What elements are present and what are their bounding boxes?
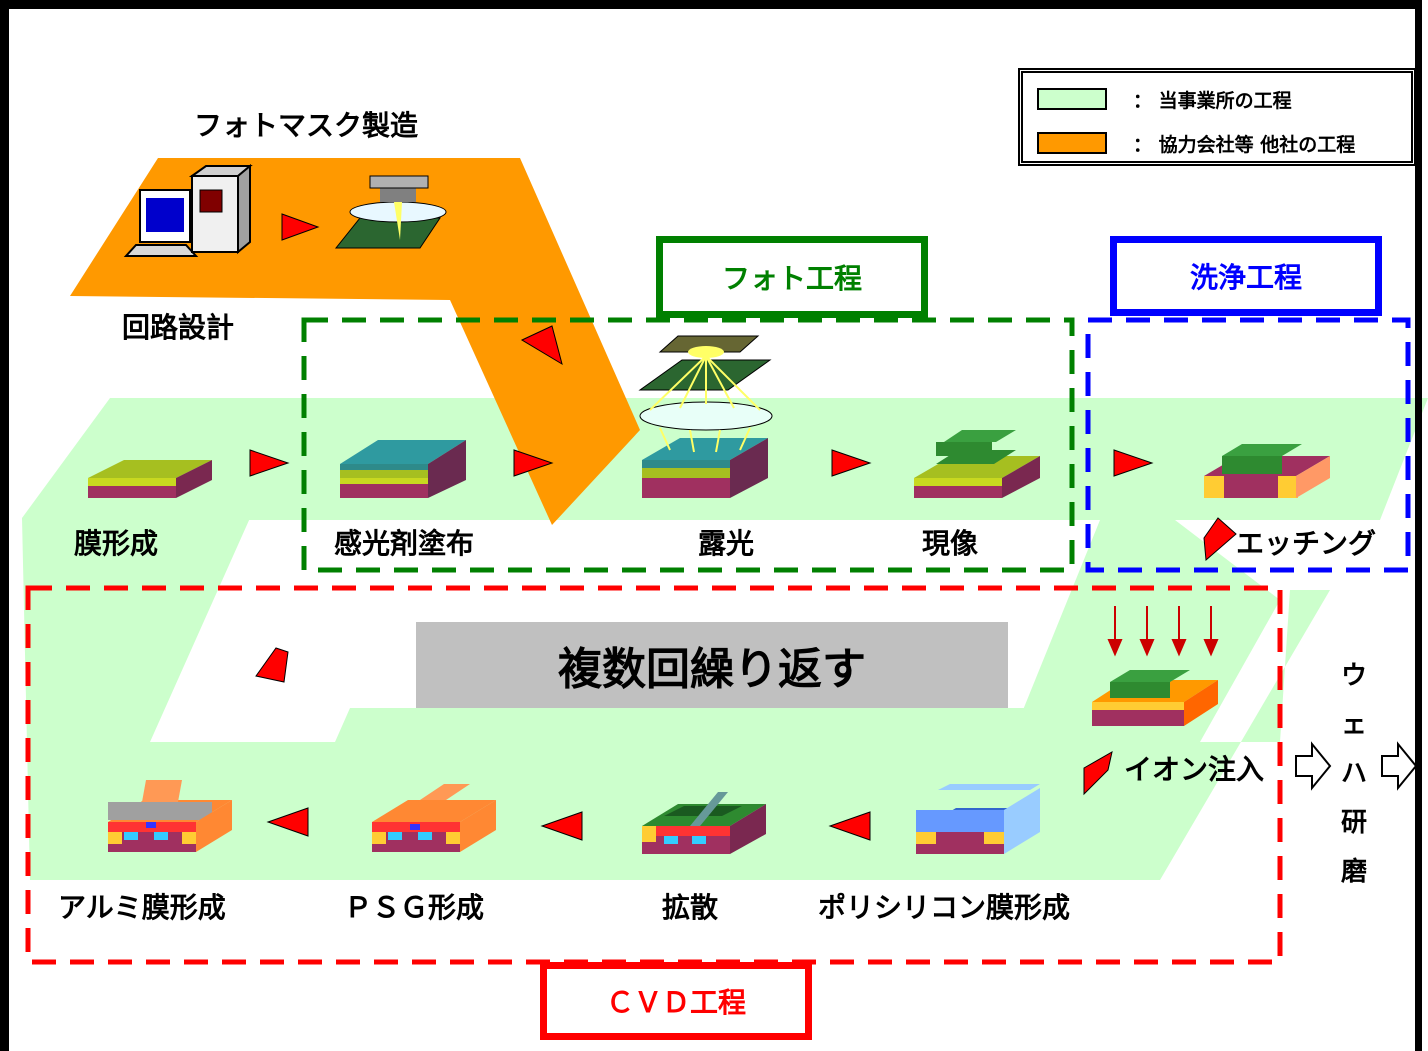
flow-arrow-left-icon — [266, 807, 309, 837]
computer-icon — [123, 163, 253, 257]
hollow-arrow-right-icon — [1295, 741, 1332, 791]
develop-chip-icon — [914, 430, 1040, 498]
wafer-polish-char: ェ — [1340, 710, 1367, 740]
photo-process-dashed-box — [301, 317, 1075, 573]
cleaning-process-title: 洗浄工程 — [1110, 236, 1382, 316]
legend-partner-process: ： 協力会社等 他社の工程 — [1037, 131, 1356, 156]
legend: ： 当事業所の工程 ： 協力会社等 他社の工程 — [1018, 68, 1416, 166]
psg-chip-icon — [372, 784, 496, 852]
legend-swatch-own — [1037, 88, 1107, 110]
flow-arrow-down-icon — [1083, 751, 1113, 796]
poly-chip-icon — [916, 784, 1040, 854]
exposure-chip-icon — [638, 335, 773, 498]
step-resist-label: 感光剤塗布 — [334, 527, 475, 560]
repeat-banner: 複数回繰り返す — [416, 622, 1008, 708]
flow-arrow-right-icon — [281, 213, 320, 241]
flow-arrow-down-icon — [1203, 517, 1237, 562]
step-aluminum-label: アルミ膜形成 — [58, 891, 226, 924]
photomask-title: フォトマスク製造 — [194, 109, 419, 142]
wafer-polish-char: ウ — [1340, 661, 1367, 691]
legend-partner-text: ： 協力会社等 他社の工程 — [1133, 133, 1356, 156]
wafer-polish-char: 磨 — [1340, 857, 1367, 887]
step-film-label: 膜形成 — [74, 527, 159, 560]
flow-arrow-right-icon — [1113, 449, 1154, 477]
legend-own-text: ： 当事業所の工程 — [1133, 89, 1292, 112]
step-exposure-label: 露光 — [698, 527, 755, 560]
aluminum-chip-icon — [108, 780, 232, 852]
ion-chip-icon — [1092, 670, 1218, 726]
flow-arrow-up-icon — [255, 647, 289, 683]
step-poly-label: ポリシリコン膜形成 — [818, 891, 1071, 924]
legend-own-process: ： 当事業所の工程 — [1037, 87, 1292, 112]
flow-arrow-right-icon — [513, 449, 554, 477]
flow-arrow-left-icon — [828, 811, 871, 841]
resist-chip-icon — [340, 440, 466, 498]
flow-arrow-right-icon — [831, 449, 872, 477]
hollow-arrow-right-icon — [1381, 741, 1418, 791]
legend-swatch-partner — [1037, 132, 1107, 154]
step-diffusion-label: 拡散 — [662, 891, 719, 924]
wafer-polish-char: ハ — [1340, 759, 1367, 789]
flow-arrow-left-icon — [540, 811, 583, 841]
wafer-polish-label: ウ ェ ハ 研 磨 — [1336, 652, 1372, 897]
etching-chip-icon — [1204, 444, 1330, 498]
step-etching-label: エッチング — [1236, 527, 1377, 560]
step-develop-label: 現像 — [922, 527, 979, 560]
step-psg-label: ＰＳＧ形成 — [344, 891, 485, 924]
photo-process-title: フォト工程 — [656, 236, 928, 318]
cvd-process-title: ＣＶＤ工程 — [540, 962, 812, 1040]
mask-writer-icon — [334, 175, 447, 249]
diffusion-chip-icon — [642, 792, 766, 854]
ion-implant-arrows — [1107, 606, 1219, 657]
step-ion-label: イオン注入 — [1124, 753, 1265, 786]
flow-arrow-right-icon — [249, 449, 290, 477]
wafer-polish-char: 研 — [1340, 808, 1367, 838]
cleaning-process-dashed-box — [1085, 317, 1411, 573]
flow-arrow-down-icon — [520, 325, 563, 366]
circuit-design-label: 回路設計 — [122, 311, 235, 344]
